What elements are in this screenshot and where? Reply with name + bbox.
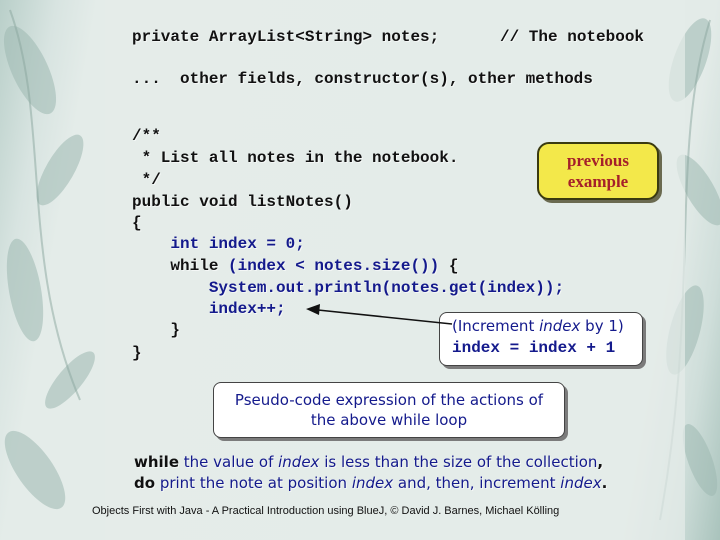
pseudo-code-callout: Pseudo-code expression of the actions of… <box>213 382 565 438</box>
doc-comment-open: /** <box>132 127 161 145</box>
increment-line: index++; <box>132 300 286 318</box>
increment-callout <box>439 312 643 366</box>
method-close-brace: } <box>132 344 142 362</box>
while-keyword: while <box>132 257 229 275</box>
footer-citation: Objects First with Java - A Practical In… <box>92 505 560 517</box>
pseudo-code-caption: Pseudo-code expression of the actions of… <box>234 391 544 429</box>
previous-example-callout: previous example <box>537 142 659 200</box>
pseudo-code-summary: while the value of index is less than th… <box>134 453 608 492</box>
do-word: do <box>134 474 156 492</box>
while-open-brace: { <box>439 257 459 275</box>
method-open-brace: { <box>132 214 142 232</box>
while-close-brace: } <box>132 321 181 339</box>
example-label: example <box>567 172 629 191</box>
increment-expression: index = index + 1 <box>452 339 616 357</box>
doc-comment-body: * List all notes in the notebook. <box>132 149 459 167</box>
field-declaration: private ArrayList<String> notes; <box>132 28 440 46</box>
doc-comment-close: */ <box>132 171 161 189</box>
while-condition: (index < notes.size()) <box>228 257 440 275</box>
ellipsis-line: ... other fields, constructor(s), other … <box>132 70 593 88</box>
previous-label: previous <box>566 151 630 170</box>
index-init-line: int index = 0; <box>132 235 305 253</box>
increment-caption: (Increment index by 1) <box>452 317 624 335</box>
content-panel <box>105 0 685 540</box>
print-line: System.out.println(notes.get(index)); <box>132 279 565 297</box>
while-line: while (index < notes.size()) { <box>132 256 458 276</box>
while-word: while <box>134 453 179 471</box>
method-signature: public void listNotes() <box>132 193 353 211</box>
field-comment: // The notebook <box>500 28 645 46</box>
